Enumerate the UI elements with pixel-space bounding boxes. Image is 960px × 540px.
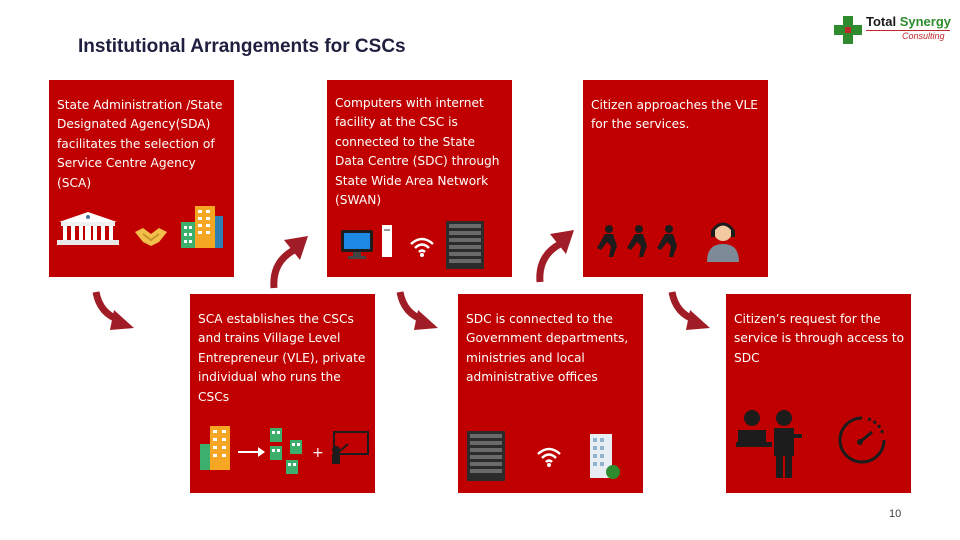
computers-box: Computers with internet facility at the …: [327, 80, 512, 277]
flow-arrow-4: [536, 230, 574, 283]
government-building-icon: [57, 212, 119, 245]
sdc-text: SDC is connected to the Government depar…: [466, 312, 629, 385]
citizen-box: Citizen approaches the VLE for the servi…: [583, 80, 768, 277]
vle-presenter-icon: [332, 431, 369, 464]
plus-sign: +: [312, 445, 324, 461]
speed-gauge-icon: [838, 416, 886, 464]
csc-centres-icon: [270, 428, 302, 474]
sca-box: SCA establishes the CSCs and trains Vill…: [190, 294, 375, 493]
cross-logo-icon: [834, 16, 862, 44]
total-synergy-logo: Total Synergy Consulting: [832, 12, 952, 52]
page-number: 10: [889, 508, 902, 520]
wifi-icon: [410, 237, 434, 257]
government-office-icon: [590, 434, 620, 479]
sca-text: SCA establishes the CSCs and trains Vill…: [198, 312, 366, 404]
server-rack-icon: [446, 221, 484, 269]
server-rack-icon: [467, 431, 505, 481]
logo-underline: [866, 30, 950, 31]
sdc-box: SDC is connected to the Government depar…: [458, 294, 643, 493]
handshake-icon: [135, 228, 167, 246]
flow-arrow-2: [270, 236, 308, 289]
request-text: Citizen’s request for the service is thr…: [734, 312, 905, 365]
citizen-official-icon: [736, 410, 802, 478]
logo-tagline: Consulting: [902, 31, 945, 41]
request-box: Citizen’s request for the service is thr…: [726, 294, 911, 493]
connector-arrow-icon: [238, 447, 265, 457]
citizen-text: Citizen approaches the VLE for the servi…: [591, 98, 759, 132]
computer-icon: [341, 230, 373, 259]
sda-box: State Administration /State Designated A…: [49, 80, 234, 277]
walking-people-icon: [597, 225, 677, 257]
wifi-icon: [537, 447, 561, 467]
flow-arrow-1: [92, 291, 134, 330]
office-buildings-icon: [181, 206, 223, 248]
cpu-tower-icon: [382, 225, 392, 257]
computers-text: Computers with internet facility at the …: [335, 96, 500, 208]
flow-arrow-5: [668, 291, 710, 330]
office-building-icon: [200, 426, 230, 470]
flow-arrow-3: [396, 291, 438, 330]
sda-text: State Administration /State Designated A…: [57, 98, 223, 190]
logo-name: Total Synergy: [866, 14, 952, 29]
support-agent-icon: [707, 222, 739, 262]
page-title: Institutional Arrangements for CSCs: [78, 36, 406, 57]
